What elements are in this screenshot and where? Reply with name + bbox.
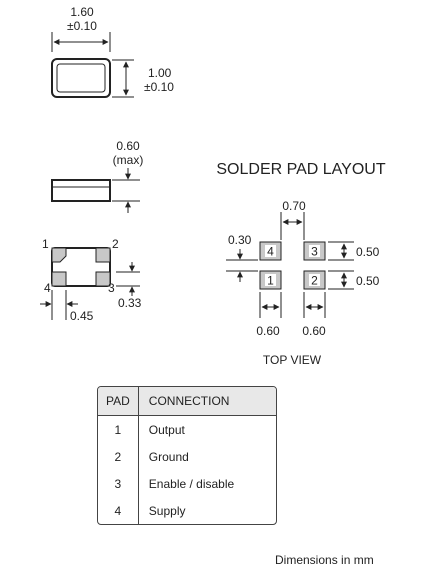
pad-column-header: PAD [98, 387, 139, 416]
pad-h-bottom-dimension: 0.50 [356, 274, 380, 288]
pad-connection-table: PAD CONNECTION 1 Output 2 Ground 3 Enabl… [97, 386, 277, 525]
solder-pad-layout-title: SOLDER PAD LAYOUT [216, 161, 385, 178]
table-row: 1 Output [98, 415, 276, 443]
pad-cell: 4 [98, 497, 139, 524]
length-dimension: 1.60 [70, 5, 94, 19]
pad-number-bg [309, 245, 320, 257]
solder-pad-layout: SOLDER PAD LAYOUT 0.70 4 3 1 2 0.30 0.50… [216, 161, 385, 367]
pad-w-left-dimension: 0.60 [256, 324, 280, 338]
connection-column-header: CONNECTION [138, 387, 276, 416]
solder-pad-number: 3 [311, 245, 318, 259]
pad-w-right-dimension: 0.60 [302, 324, 326, 338]
units-footnote: Dimensions in mm [275, 553, 374, 567]
connection-cell: Supply [148, 503, 186, 518]
solder-pad-number: 1 [267, 274, 274, 288]
bottom-pad-3 [95, 271, 111, 287]
gap-y-dimension: 0.30 [228, 233, 252, 247]
package-top-view: 1.60 ±0.10 1.00 ±0.10 [51, 5, 174, 98]
pad-number-bg [265, 245, 276, 257]
pad-width-dimension: 0.45 [70, 309, 94, 323]
pad-cell: 2 [98, 443, 139, 470]
table-header-row: PAD CONNECTION [98, 387, 276, 416]
pad-height-dimension: 0.33 [118, 296, 142, 310]
pin-label-1: 1 [42, 237, 49, 251]
solder-pad-number: 2 [311, 274, 318, 288]
pad-number-bg [309, 274, 320, 286]
table-row: 3 Enable / disable [98, 470, 276, 497]
top-view-label: TOP VIEW [263, 353, 322, 367]
height-dimension: 0.60 [116, 139, 140, 153]
package-side-view: 0.60 (max) [51, 139, 144, 213]
pad-number-bg [265, 274, 276, 286]
package-bottom-view: 1 2 3 4 0.33 0.45 [40, 237, 142, 323]
gap-x-dimension: 0.70 [282, 199, 306, 213]
bottom-pad-1 [51, 247, 67, 263]
side-body [51, 179, 111, 202]
package-lid [56, 63, 106, 93]
pin-label-3: 3 [108, 281, 115, 295]
pad-cell: 1 [98, 415, 139, 443]
pad-cell: 3 [98, 470, 139, 497]
connection-cell: Output [148, 422, 185, 437]
pad-h-top-dimension: 0.50 [356, 245, 380, 259]
height-note: (max) [113, 153, 144, 167]
solder-pad-number: 4 [267, 245, 274, 259]
connection-cell: Enable / disable [148, 476, 235, 491]
connection-cell: Ground [148, 449, 189, 464]
width-tolerance: ±0.10 [144, 80, 174, 94]
table-row: 2 Ground [98, 443, 276, 470]
bottom-pad-2 [95, 247, 111, 263]
pin-label-2: 2 [112, 237, 119, 251]
bottom-pad-4 [51, 271, 67, 287]
pin-label-4: 4 [44, 281, 51, 295]
table-row: 4 Supply [98, 497, 276, 524]
width-dimension: 1.00 [148, 66, 172, 80]
length-tolerance: ±0.10 [67, 19, 97, 33]
